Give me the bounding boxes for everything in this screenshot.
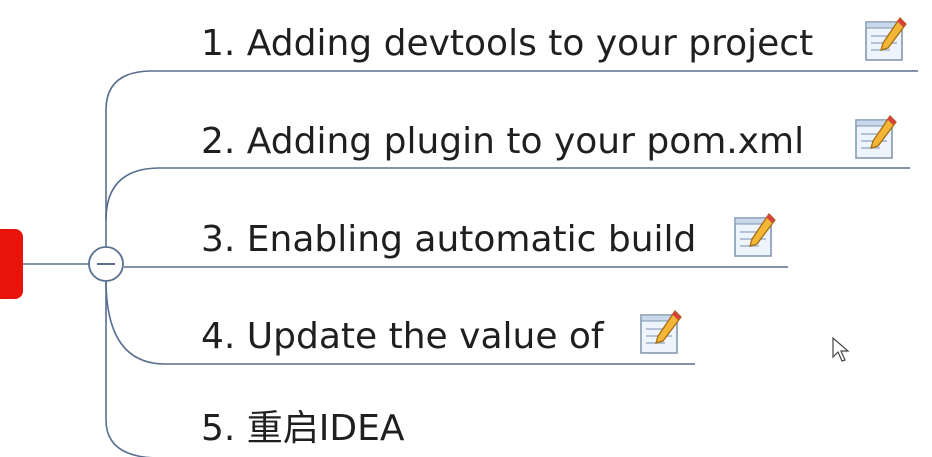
branch-line-4: [105, 279, 695, 365]
mouse-pointer-icon: [832, 337, 850, 362]
topic-5-label[interactable]: 5. 重启IDEA: [201, 408, 405, 449]
topic-2-label[interactable]: 2. Adding plugin to your pom.xml: [201, 121, 805, 162]
notepad-pencil-icon[interactable]: [733, 212, 777, 260]
branch-line-2: [105, 167, 910, 221]
branch-line-5: [105, 280, 155, 457]
topic-4-label[interactable]: 4. Update the value of: [201, 316, 604, 357]
notepad-pencil-icon[interactable]: [639, 309, 683, 357]
root-topic-node[interactable]: [0, 229, 23, 299]
notepad-pencil-icon[interactable]: [864, 16, 908, 64]
collapse-minus-icon[interactable]: [88, 246, 124, 282]
branch-line-1: [105, 70, 918, 264]
topic-1-label[interactable]: 1. Adding devtools to your project: [201, 23, 814, 64]
topic-3-label[interactable]: 3. Enabling automatic build: [201, 219, 697, 260]
notepad-pencil-icon[interactable]: [854, 114, 898, 162]
